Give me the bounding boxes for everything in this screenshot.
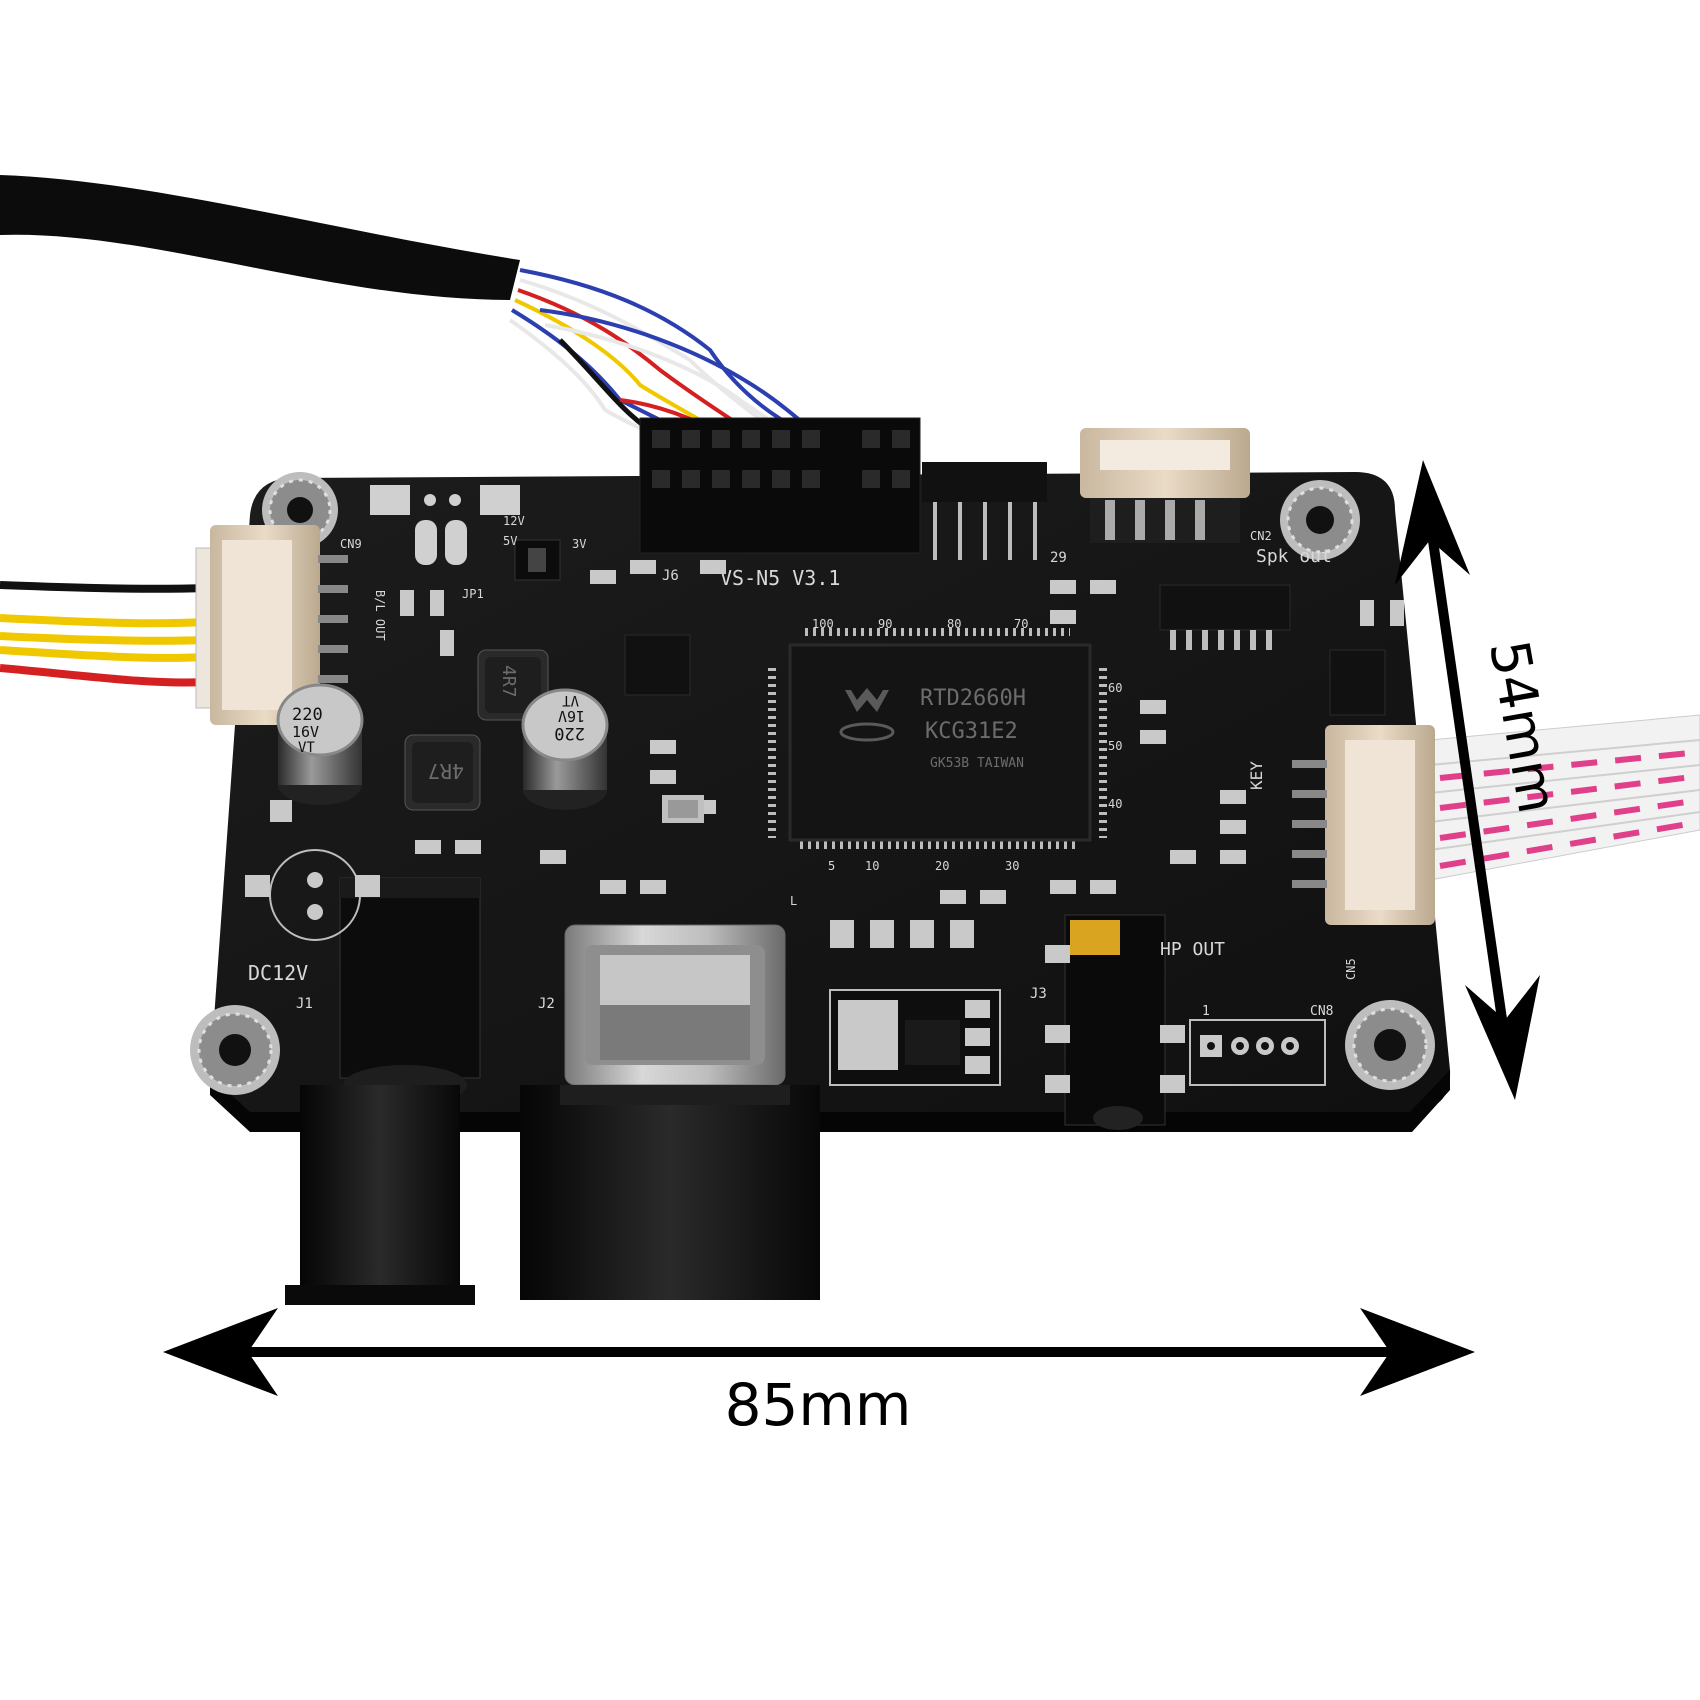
pin-num-top-4: 70 [1014, 617, 1028, 631]
capacitor-2 [521, 688, 609, 810]
lvds-header-j6 [639, 417, 1047, 560]
pin-numbers: 100 90 80 70 5 10 20 30 60 50 40 [812, 617, 1122, 873]
pin-num-top-1: 100 [812, 617, 834, 631]
power-connector-cn9 [210, 525, 348, 725]
label-12v: 12V [503, 514, 525, 528]
speaker-connector-cn2 [1080, 428, 1250, 543]
label-cn2: CN2 [1250, 529, 1272, 543]
audio-jack-j3 [1045, 914, 1185, 1130]
label-5v: 5V [503, 534, 517, 548]
height-dimension-arrow [1395, 460, 1540, 1100]
chip-line1: RTD2660H [920, 686, 1026, 711]
power-cable [0, 547, 227, 709]
eeprom-ic [1329, 649, 1386, 716]
pin-num-right-2: 50 [1108, 739, 1122, 753]
inductor-2 [404, 734, 481, 811]
label-j3: J3 [1030, 986, 1047, 1002]
amplifier-ic [1159, 584, 1291, 650]
label-bl-out: B/L OUT [373, 590, 387, 641]
pin-num-bottom-2: 10 [865, 859, 879, 873]
label-pin29: 29 [1050, 550, 1067, 566]
regulator-sot223 [829, 989, 1001, 1086]
label-hp-out: HP OUT [1160, 939, 1225, 960]
label-l: L [790, 894, 797, 908]
width-label: 85mm [725, 1371, 912, 1439]
label-cn5: CN5 [1344, 958, 1358, 980]
label-cn8: CN8 [1310, 1004, 1333, 1019]
chip-line3: GK53B TAIWAN [930, 756, 1024, 771]
label-j2: J2 [538, 996, 555, 1012]
capacitor-2-voltage: 16V [558, 707, 585, 725]
board-model-label: VS-N5 V3.1 [720, 566, 840, 590]
label-j6: J6 [662, 568, 679, 584]
pin-num-top-2: 90 [878, 617, 892, 631]
inductor-1-label: 4R7 [498, 665, 519, 698]
width-dimension-arrow [163, 1308, 1475, 1396]
capacitor-1-series: VT [298, 740, 315, 756]
inductor-1 [477, 649, 549, 721]
crystal [662, 795, 704, 823]
capacitor-2-value: 220 [554, 723, 585, 743]
capacitor-2-series: VT [562, 692, 579, 708]
inductor-2-label: 4R7 [428, 759, 464, 783]
regulator-ic [624, 634, 691, 696]
header-cn8 [1189, 1019, 1326, 1086]
label-pin1: 1 [1202, 1004, 1210, 1019]
jumper-jp1 [514, 539, 561, 581]
smd-pads-top-left [370, 485, 520, 565]
label-dc12v: DC12V [248, 961, 308, 985]
label-j1: J1 [296, 996, 313, 1012]
pot-footprint [245, 849, 380, 941]
pin-num-right-1: 60 [1108, 681, 1122, 695]
label-3v: 3V [572, 537, 586, 551]
capacitor-1-value: 220 [292, 705, 323, 725]
smd-components [270, 560, 1404, 948]
pin-num-top-3: 80 [947, 617, 961, 631]
key-connector-cn5 [1292, 725, 1435, 925]
mounting-holes [190, 472, 1435, 1095]
label-key: KEY [1247, 761, 1266, 790]
hdmi-port-j2 [520, 924, 820, 1300]
lvds-cable [0, 175, 832, 463]
label-spk-out: Spk out [1256, 546, 1332, 567]
label-cn9: CN9 [340, 537, 362, 551]
label-jp1: JP1 [462, 587, 484, 601]
capacitor-1 [276, 683, 364, 805]
pin-num-right-3: 40 [1108, 797, 1122, 811]
chip-line2: KCG31E2 [925, 719, 1018, 744]
capacitor-1-voltage: 16V [292, 723, 319, 741]
pin-num-bottom-1: 5 [828, 859, 835, 873]
pin-num-bottom-3: 20 [935, 859, 949, 873]
pin-num-bottom-4: 30 [1005, 859, 1019, 873]
main-chip [768, 628, 1107, 849]
